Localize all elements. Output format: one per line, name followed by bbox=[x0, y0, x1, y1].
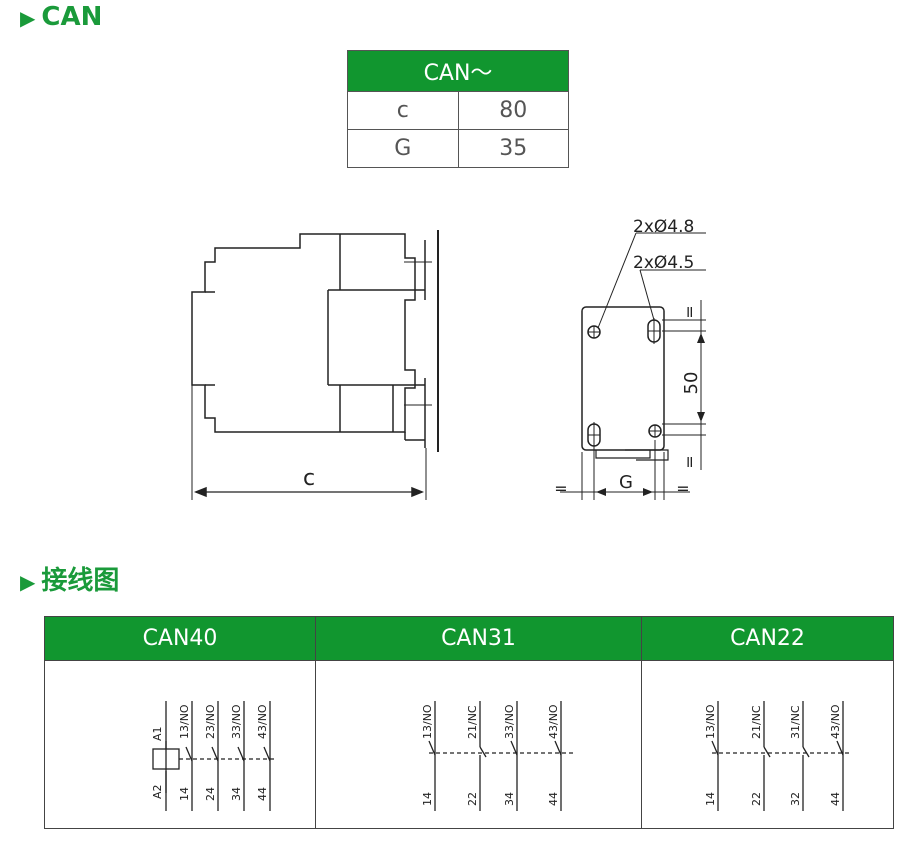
hole-spec-label: 2xØ4.5 bbox=[633, 253, 694, 273]
terminal-label: 31/NC bbox=[789, 705, 802, 739]
dimension-table-header: CAN～ bbox=[347, 50, 569, 92]
triangle-icon: ▶ bbox=[20, 570, 36, 594]
side-view bbox=[191, 230, 439, 500]
terminal-label: 33/NO bbox=[230, 704, 243, 739]
terminal-label: 13/NO bbox=[421, 704, 434, 739]
terminal-label: 43/NO bbox=[547, 704, 560, 739]
can22-diagram: 13/NO 21/NC 31/NC 43/NO 14 22 32 44 bbox=[704, 701, 852, 811]
dimension-value: 35 bbox=[457, 129, 569, 168]
front-view bbox=[560, 232, 706, 500]
wiring-header: CAN22 bbox=[641, 616, 894, 661]
can40-diagram: A1 A2 13/NO 23/NO 33/NO 43/NO 14 24 34 4… bbox=[151, 701, 275, 811]
dimension-drawing: c 2xØ4.8 2xØ4.5 50 G bbox=[191, 217, 706, 500]
terminal-label: 14 bbox=[704, 792, 717, 806]
terminal-label: 43/NO bbox=[829, 704, 842, 739]
wiring-header: CAN40 bbox=[44, 616, 316, 661]
terminal-label: 43/NO bbox=[256, 704, 269, 739]
wiring-cell-can22: 13/NO 21/NC 31/NC 43/NO 14 22 32 44 bbox=[641, 660, 894, 829]
dimensions-section-title: ▶CAN bbox=[20, 2, 103, 32]
dimension-c-label: c bbox=[303, 466, 315, 491]
terminal-label: 14 bbox=[178, 787, 191, 801]
coil-label: A1 bbox=[151, 726, 164, 741]
dimension-g-label: G bbox=[619, 472, 633, 493]
terminal-label: 44 bbox=[547, 792, 560, 806]
terminal-label: 14 bbox=[421, 792, 434, 806]
terminal-label: 32 bbox=[789, 792, 802, 806]
wiring-header: CAN31 bbox=[315, 616, 642, 661]
hole-spec-label: 2xØ4.8 bbox=[633, 217, 694, 237]
terminal-label: 33/NO bbox=[503, 704, 516, 739]
terminal-label: 23/NO bbox=[204, 704, 217, 739]
terminal-label: 34 bbox=[503, 792, 516, 806]
equal-mark: = bbox=[680, 455, 699, 468]
terminal-label: 22 bbox=[750, 792, 763, 806]
equal-mark: = bbox=[676, 479, 689, 498]
terminal-label: 34 bbox=[230, 787, 243, 801]
equal-mark: = bbox=[554, 479, 567, 498]
terminal-label: 13/NO bbox=[704, 704, 717, 739]
terminal-label: 44 bbox=[829, 792, 842, 806]
terminal-label: 13/NO bbox=[178, 704, 191, 739]
wiring-table: CAN40 CAN31 CAN22 bbox=[44, 616, 894, 829]
can31-diagram: 13/NO 21/NC 33/NO 43/NO 14 22 34 44 bbox=[421, 701, 576, 811]
wiring-section-title: ▶接线图 bbox=[20, 566, 120, 596]
terminal-label: 24 bbox=[204, 787, 217, 801]
triangle-icon: ▶ bbox=[20, 6, 36, 30]
table-row: G 35 bbox=[347, 129, 569, 168]
coil-label: A2 bbox=[151, 784, 164, 799]
terminal-label: 21/NC bbox=[466, 705, 479, 739]
terminal-label: 44 bbox=[256, 787, 269, 801]
wiring-cell-can31: 13/NO 21/NC 33/NO 43/NO 14 22 34 44 bbox=[315, 660, 642, 829]
dimension-table: CAN～ c 80 G 35 bbox=[347, 50, 569, 168]
terminal-label: 21/NC bbox=[750, 705, 763, 739]
dimension-label: c bbox=[347, 91, 459, 130]
dimension-label: G bbox=[347, 129, 459, 168]
height-dimension-label: 50 bbox=[681, 372, 702, 395]
equal-mark: = bbox=[680, 305, 699, 318]
terminal-label: 22 bbox=[466, 792, 479, 806]
wiring-cell-can40: A1 A2 13/NO 23/NO 33/NO 43/NO 14 24 34 4… bbox=[44, 660, 316, 829]
